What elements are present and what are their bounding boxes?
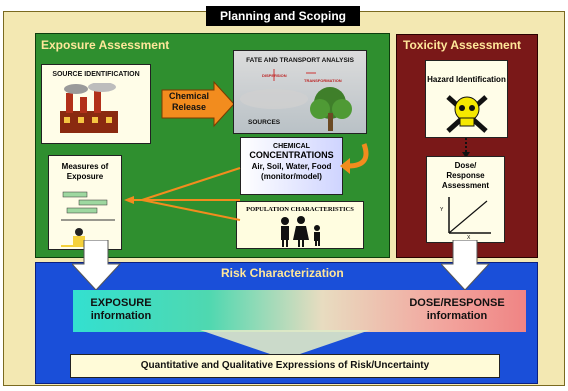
information-band (73, 290, 526, 332)
dose-info-line1: DOSE/RESPONSE (409, 297, 505, 309)
dose-response-information-label: DOSE/RESPONSE information (398, 297, 516, 323)
dose-line2: Response (446, 171, 485, 180)
conc-line4: (monitor/model) (261, 172, 322, 181)
fate-transport-box: FATE AND TRANSPORT ANALYSIS DISPERSION T… (233, 50, 367, 134)
conc-line1: CHEMICAL (273, 143, 310, 150)
population-label: POPULATION CHARACTERISTICS (246, 206, 354, 213)
source-identification-box: SOURCE IDENTIFICATION (41, 64, 151, 144)
dose-line1: Dose/ (454, 161, 477, 170)
convergence-arrows (124, 167, 241, 221)
risk-characterization-title: Risk Characterization (221, 266, 344, 280)
exposure-down-arrow (72, 240, 122, 291)
measures-line2: Exposure (66, 172, 104, 181)
dose-response-graph-icon (448, 197, 491, 234)
hazard-to-dose-connector (462, 138, 470, 158)
environment-illustration (240, 69, 352, 131)
exposure-timeline-icon (61, 191, 115, 247)
dose-down-arrow (441, 240, 491, 291)
source-identification-label: SOURCE IDENTIFICATION (52, 71, 140, 78)
factory-icon (60, 83, 118, 133)
measures-line1: Measures of (61, 162, 109, 171)
axis-y-label: Y (440, 207, 444, 213)
population-characteristics-box: POPULATION CHARACTERISTICS (236, 201, 364, 249)
axis-x-label: X (467, 235, 471, 241)
sources-label: SOURCES (248, 119, 281, 126)
curved-arrow (340, 143, 369, 174)
chemical-release-line1: Chemical (168, 91, 210, 101)
dose-line3: Assessment (441, 181, 490, 190)
dose-response-box: Dose/ Response Assessment Y X (426, 156, 505, 243)
risk-expression-box: Quantitative and Qualitative Expressions… (70, 354, 500, 378)
skull-crossbones-icon (446, 95, 488, 133)
chemical-release-arrow (161, 80, 235, 128)
transformation-label: TRANSFORMATION (304, 78, 342, 83)
conc-line3: Air, Soil, Water, Food (251, 162, 332, 171)
funnel-arrow (200, 330, 370, 354)
exposure-info-line1: EXPOSURE (90, 297, 152, 309)
toxicity-assessment-title: Toxicity Assessment (403, 38, 522, 52)
hazard-identification-box: Hazard Identification (425, 60, 508, 138)
fate-transport-title: FATE AND TRANSPORT ANALYSIS (246, 57, 354, 64)
dose-response-label: Dose/ Response Assessment (427, 161, 504, 191)
conc-line2: CONCENTRATIONS (249, 150, 334, 160)
family-icon (281, 216, 320, 247)
chemical-concentrations-box: CHEMICAL CONCENTRATIONS Air, Soil, Water… (240, 137, 343, 195)
chemical-release-line2: Release (171, 102, 207, 112)
dose-info-line2: information (426, 310, 488, 322)
hazard-label: Hazard Identification (427, 75, 506, 84)
measures-label: Measures of Exposure (49, 162, 121, 182)
exposure-information-label: EXPOSURE information (66, 297, 176, 323)
exposure-assessment-title: Exposure Assessment (41, 38, 170, 52)
planning-and-scoping-title: Planning and Scoping (206, 6, 360, 26)
measures-of-exposure-box: Measures of Exposure (48, 155, 122, 250)
exposure-info-line2: information (90, 310, 152, 322)
chemical-release-label: Chemical Release (163, 91, 215, 113)
